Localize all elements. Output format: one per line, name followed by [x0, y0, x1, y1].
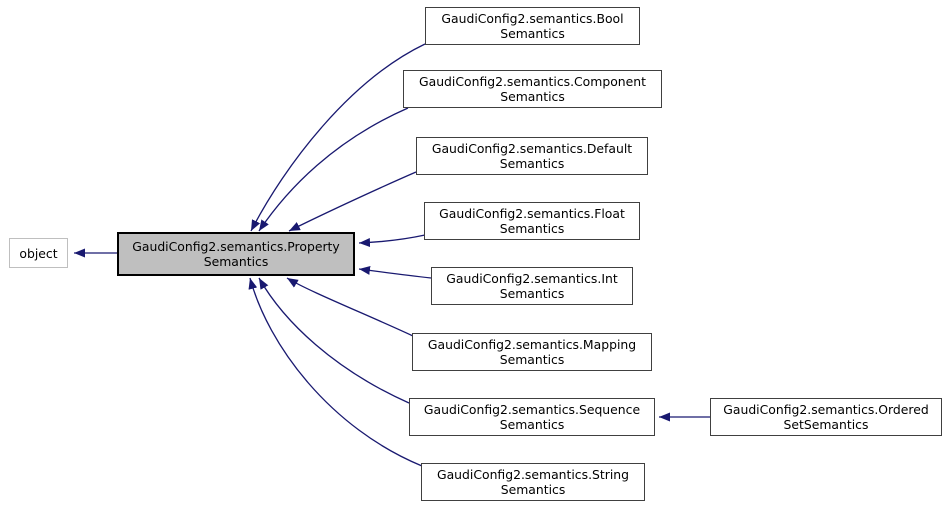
node-label-line2: Semantics	[203, 254, 269, 269]
edge-string-to-property	[248, 277, 423, 467]
node-label-line2: Semantics	[500, 26, 565, 41]
node-component-semantics[interactable]: GaudiConfig2.semantics.Component Semanti…	[403, 70, 662, 108]
node-label-line1: GaudiConfig2.semantics.Bool	[441, 11, 624, 26]
edge-mapping-to-property	[286, 277, 414, 337]
node-string-semantics[interactable]: GaudiConfig2.semantics.String Semantics	[421, 463, 645, 501]
node-orderedset-semantics[interactable]: GaudiConfig2.semantics.Ordered SetSemant…	[710, 398, 942, 436]
node-label-line1: GaudiConfig2.semantics.Property	[132, 239, 340, 254]
node-label-line1: GaudiConfig2.semantics.Int	[446, 271, 618, 286]
edge-int-to-property	[358, 265, 432, 279]
node-sequence-semantics[interactable]: GaudiConfig2.semantics.Sequence Semantic…	[409, 398, 655, 436]
node-label-line2: SetSemantics	[783, 417, 869, 432]
node-float-semantics[interactable]: GaudiConfig2.semantics.Float Semantics	[424, 202, 640, 240]
edge-sequence-to-property	[258, 277, 410, 404]
edge-bool-to-property	[250, 43, 426, 232]
node-label-line1: GaudiConfig2.semantics.Ordered	[723, 402, 929, 417]
edge-default-to-property	[288, 171, 417, 232]
node-label-line1: GaudiConfig2.semantics.Component	[419, 74, 646, 89]
node-label-line1: GaudiConfig2.semantics.Mapping	[427, 337, 637, 352]
node-label-line1: GaudiConfig2.semantics.Sequence	[423, 402, 641, 417]
node-label-line2: Semantics	[499, 286, 565, 301]
node-object: object	[9, 238, 68, 268]
node-label-line2: Semantics	[500, 89, 565, 104]
node-bool-semantics[interactable]: GaudiConfig2.semantics.Bool Semantics	[425, 7, 640, 45]
node-property-semantics: GaudiConfig2.semantics.Property Semantic…	[117, 232, 355, 276]
node-label-line2: Semantics	[499, 156, 565, 171]
node-label-line1: GaudiConfig2.semantics.String	[436, 467, 629, 482]
node-label-line2: Semantics	[500, 482, 566, 497]
edge-component-to-property	[258, 107, 409, 232]
node-label-line1: GaudiConfig2.semantics.Default	[431, 141, 633, 156]
node-mapping-semantics[interactable]: GaudiConfig2.semantics.Mapping Semantics	[412, 333, 652, 371]
node-label-line2: Semantics	[499, 352, 565, 367]
node-default-semantics[interactable]: GaudiConfig2.semantics.Default Semantics	[416, 137, 648, 175]
node-label-line1: GaudiConfig2.semantics.Float	[439, 206, 625, 221]
edge-float-to-property	[358, 234, 426, 248]
node-label: object	[19, 245, 58, 261]
node-label-line2: Semantics	[499, 417, 565, 432]
node-int-semantics[interactable]: GaudiConfig2.semantics.Int Semantics	[431, 267, 633, 305]
node-label-line2: Semantics	[499, 221, 565, 236]
